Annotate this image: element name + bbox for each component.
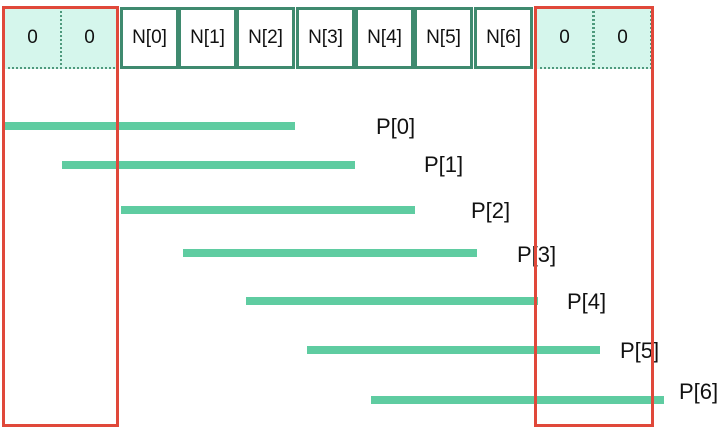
array-cell: N[6] <box>474 7 533 69</box>
product-bar <box>121 206 415 214</box>
array-cell: N[0] <box>120 7 179 69</box>
product-bar <box>307 346 600 354</box>
product-label: P[1] <box>424 152 464 177</box>
left-window-frame <box>2 6 119 427</box>
product-bar <box>5 122 295 130</box>
padding-cell: 0 <box>593 7 652 69</box>
product-label: P[0] <box>376 114 416 139</box>
array-cell: N[3] <box>296 7 355 69</box>
product-label: P[5] <box>620 338 660 363</box>
product-bar <box>62 161 355 169</box>
product-label: P[6] <box>679 379 719 404</box>
array-cell: N[2] <box>236 7 295 69</box>
padding-cell: 0 <box>535 7 594 69</box>
product-label: P[4] <box>567 289 607 314</box>
product-bar <box>183 249 477 257</box>
product-label: P[3] <box>517 242 557 267</box>
product-bar <box>371 396 664 404</box>
padding-cell: 0 <box>60 7 119 69</box>
padding-cell: 0 <box>3 7 62 69</box>
array-cell: N[5] <box>414 7 473 69</box>
right-window-frame <box>534 6 654 427</box>
array-cell: N[1] <box>178 7 237 69</box>
product-label: P[2] <box>471 198 511 223</box>
product-bar <box>246 297 538 305</box>
array-cell: N[4] <box>355 7 414 69</box>
